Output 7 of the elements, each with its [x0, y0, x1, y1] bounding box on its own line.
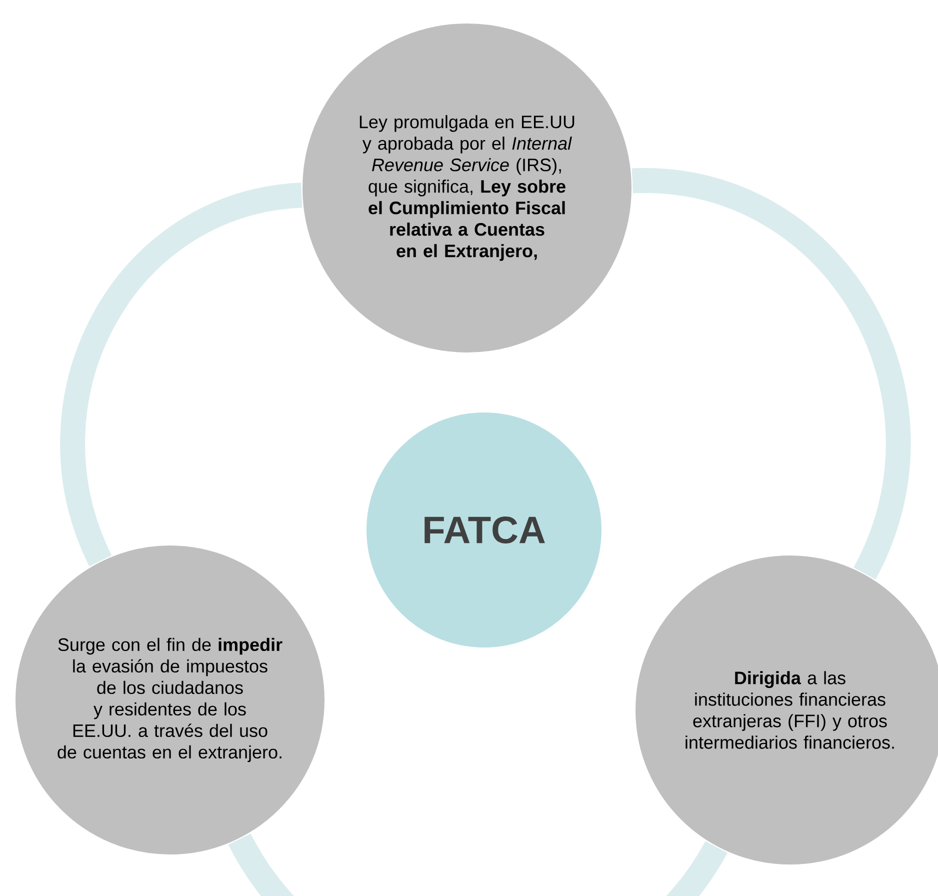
ring-arc [60, 182, 304, 566]
circle-node: Dirigida a las instituciones financieras extranjeras (FFI) y otros intermediarios financieros. [634, 554, 938, 866]
circle-node: FATCA [366, 411, 602, 648]
circle-node: Ley promulgada en EE.UU y aprobada por el Internal Revenue Service (IRS), que significa, Ley sobre el Cumplimiento Fiscal relativa a Cuentas en el Extranjero, [302, 22, 632, 354]
ring-arc [632, 168, 910, 579]
circle-node: Surge con el fin de impedir la evasión de impuestos de los ciudadanos y residentes de los EE.UU. a través del uso de cuentas en el extranjero. [14, 544, 326, 856]
ring-arc [228, 832, 727, 896]
